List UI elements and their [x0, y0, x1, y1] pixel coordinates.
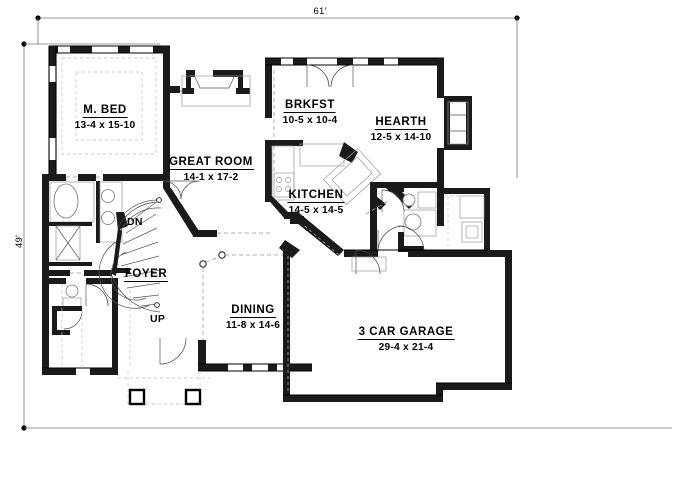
room-dims-master-bedroom: 13-4 x 15-10	[74, 119, 136, 131]
annotation-stair-down: DN	[127, 216, 143, 228]
annotation-foyer: FOYER	[123, 264, 169, 282]
room-label-dining: DINING 11-8 x 14-6	[226, 300, 280, 332]
room-dims-great-room: 14-1 x 17-2	[183, 171, 239, 183]
room-name-master-bedroom: M. BED	[82, 104, 128, 118]
room-dims-hearth: 12-5 x 14-10	[370, 131, 432, 143]
foyer-dining	[118, 251, 312, 406]
room-name-garage: 3 CAR GARAGE	[357, 326, 455, 340]
annotation-stair-up: UP	[150, 313, 166, 325]
room-dims-kitchen: 14-5 x 14-5	[288, 204, 344, 216]
dimension-label-depth: 49'	[14, 235, 25, 248]
room-name-great-room: GREAT ROOM	[168, 156, 254, 170]
room-label-great-room: GREAT ROOM 14-1 x 17-2	[168, 152, 254, 184]
room-name-kitchen: KITCHEN	[287, 189, 345, 203]
master-bath	[42, 174, 163, 278]
laundry-utility	[344, 182, 490, 272]
kitchen	[265, 140, 382, 219]
powder-room	[42, 278, 118, 375]
garage-walls	[279, 212, 512, 402]
room-name-hearth: HEARTH	[374, 116, 428, 130]
room-label-breakfast: BRKFST 10-5 x 10-4	[283, 95, 338, 127]
room-dims-breakfast: 10-5 x 10-4	[282, 114, 338, 126]
breakfast-hearth-walls	[265, 57, 472, 182]
room-label-kitchen: KITCHEN 14-5 x 14-5	[287, 185, 345, 217]
room-label-hearth: HEARTH 12-5 x 14-10	[371, 112, 432, 144]
room-name-breakfast: BRKFST	[284, 99, 336, 113]
annotation-foyer-label: FOYER	[123, 268, 169, 282]
room-label-master-bedroom: M. BED 13-4 x 15-10	[75, 100, 136, 132]
dimension-lines	[21, 15, 672, 431]
room-label-garage: 3 CAR GARAGE 29-4 x 21-4	[357, 322, 455, 354]
great-room-walls	[162, 58, 272, 237]
stair-and-hall-walls	[98, 197, 162, 374]
dimension-label-width: 61'	[313, 6, 327, 17]
curved-staircase	[98, 197, 162, 313]
room-dims-dining: 11-8 x 14-6	[225, 319, 281, 331]
master-bedroom-walls	[48, 45, 170, 188]
room-dims-garage: 29-4 x 21-4	[378, 341, 434, 353]
room-name-dining: DINING	[230, 304, 276, 318]
